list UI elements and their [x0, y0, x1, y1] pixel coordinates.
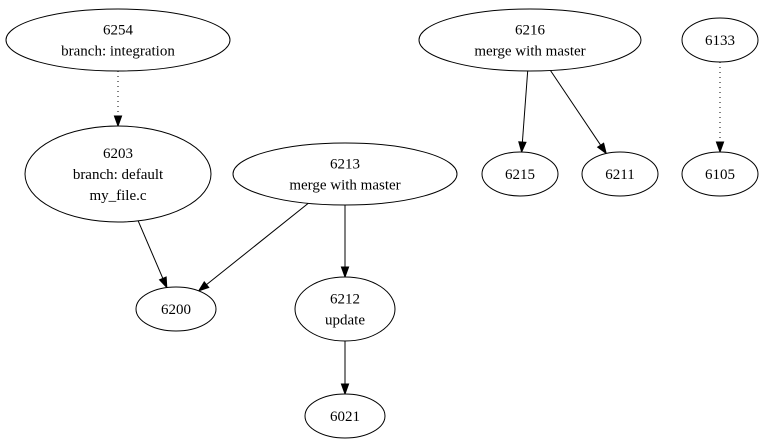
node-revision-label: 6254 [103, 23, 134, 39]
node-shape [418, 8, 642, 72]
node-shape [304, 393, 386, 439]
node-detail-label: update [325, 313, 365, 329]
arrowhead-icon [340, 383, 350, 396]
commit-node-6211[interactable]: 6211 [581, 151, 659, 197]
edge-6213-to-6212 [340, 205, 350, 279]
arrowhead-icon [596, 142, 608, 155]
edge-6216-to-6211 [550, 70, 608, 155]
commit-node-6200[interactable]: 6200 [135, 286, 217, 332]
node-detail-label: branch: default [73, 167, 164, 183]
arrowhead-icon [158, 276, 168, 289]
node-shape [581, 151, 659, 197]
node-shape [5, 8, 231, 72]
edge-6254-to-6203 [113, 71, 123, 128]
node-detail-label: branch: integration [61, 44, 175, 60]
node-revision-label: 6021 [330, 409, 360, 425]
commit-node-6254[interactable]: 6254 branch: integration [5, 8, 231, 72]
node-detail-label: merge with master [289, 178, 400, 194]
commit-node-6212[interactable]: 6212 update [294, 276, 396, 342]
edge-6133-to-6105 [715, 62, 725, 154]
commit-node-6215[interactable]: 6215 [481, 151, 559, 197]
arrowhead-icon [340, 266, 350, 279]
edge-line [137, 220, 164, 279]
arrowhead-icon [715, 141, 725, 154]
node-shape [24, 125, 212, 223]
node-shape [681, 151, 759, 197]
node-revision-label: 6216 [515, 23, 546, 39]
commit-node-6105[interactable]: 6105 [681, 151, 759, 197]
node-revision-label: 6215 [505, 167, 535, 183]
node-shape [135, 286, 217, 332]
edges-layer [113, 62, 725, 396]
nodes-layer: 6254 branch: integration 6203 branch: defau… [5, 8, 759, 439]
node-detail-label: merge with master [474, 44, 585, 60]
node-shape [294, 276, 396, 342]
node-shape [481, 151, 559, 197]
arrowhead-icon [113, 115, 123, 128]
node-revision-label: 6212 [330, 292, 360, 308]
edge-line [550, 70, 602, 146]
node-revision-label: 6105 [705, 167, 735, 183]
node-shape [232, 142, 458, 206]
arrowhead-icon [518, 141, 527, 154]
edge-6203-to-6200 [137, 220, 168, 289]
node-revision-label: 6200 [161, 302, 191, 318]
node-revision-label: 6211 [605, 167, 634, 183]
node-revision-label: 6133 [705, 33, 735, 49]
commit-node-6203[interactable]: 6203 branch: default my_file.c [24, 125, 212, 223]
commit-node-6213[interactable]: 6213 merge with master [232, 142, 458, 206]
commit-node-6133[interactable]: 6133 [681, 17, 759, 63]
arrowhead-icon [197, 280, 210, 292]
node-shape [681, 17, 759, 63]
node-revision-label: 6203 [103, 146, 133, 162]
edge-6212-to-6021 [340, 341, 350, 396]
commit-node-6216[interactable]: 6216 merge with master [418, 8, 642, 72]
edge-line [521, 70, 529, 143]
node-revision-label: 6213 [330, 157, 360, 173]
edge-line [206, 202, 309, 286]
edge-6213-to-6200 [197, 202, 309, 292]
commit-node-6021[interactable]: 6021 [304, 393, 386, 439]
node-detail-label: my_file.c [89, 188, 146, 204]
edge-6216-to-6215 [518, 70, 529, 154]
